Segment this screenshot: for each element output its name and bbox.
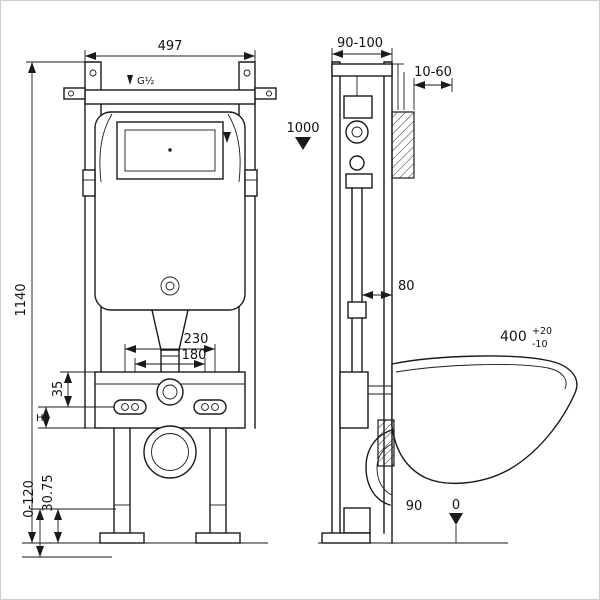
drain-outlet [143, 425, 197, 479]
brand-emblem-icon [160, 276, 180, 296]
dim-pipe-offset-label: 80 [398, 279, 415, 294]
flush-plate-outer [116, 121, 224, 180]
dim-wall-distance-label: 10-60 [414, 65, 452, 80]
seat-line [395, 364, 567, 390]
foot-base [321, 532, 371, 544]
bracket-plate [94, 371, 246, 429]
p-trap [365, 429, 393, 506]
floor-datum-group: 90 0 [406, 498, 463, 543]
toilet-bowl-profile [391, 355, 578, 485]
datum-level-group: 1000 [286, 121, 320, 150]
frame-legs [99, 427, 241, 544]
dim-180-label: 180 [182, 348, 207, 363]
wall-tab-left [63, 87, 86, 100]
brand-emblem-inner [165, 281, 175, 291]
bolt-hole-icon [201, 403, 209, 411]
rail-hole-icon [89, 69, 97, 77]
plate-center-dot [168, 148, 172, 152]
bolt-slot-right [193, 399, 227, 415]
dim-bracket-group: 90-100 [331, 36, 393, 62]
pipe-joint [347, 301, 367, 319]
top-crossbar [63, 87, 277, 105]
rail-hole-icon [243, 69, 251, 77]
side-foot [321, 507, 371, 544]
fixing-hatch-block [377, 419, 395, 467]
cistern-strap-right [227, 113, 241, 183]
dim-outlet-label: 90 [406, 499, 423, 514]
cistern [82, 111, 258, 311]
flush-elbow-inner [162, 384, 178, 400]
side-clip-right [244, 169, 258, 197]
side-clip-left [82, 169, 96, 197]
dim-height-group: 1140 [14, 61, 85, 543]
dim-230-label: 230 [184, 332, 209, 347]
bolt-hole-icon [121, 403, 129, 411]
dim-foot-label: 30.75 [41, 474, 56, 511]
flush-pipe-side [347, 187, 367, 373]
side-wall-rail [383, 61, 393, 544]
dim-35-group: 35 [51, 371, 114, 408]
inlet-arrow-icon [127, 75, 133, 85]
datum-level-label: 1000 [286, 121, 319, 136]
wall-bracket [331, 63, 405, 110]
inlet-thread-label: G½ [137, 75, 155, 87]
bolt-slot-left [113, 399, 147, 415]
dim-width-label: 497 [158, 39, 183, 54]
foot-gusset [343, 507, 371, 534]
level-pointer-icon [223, 132, 231, 143]
wall-tab-right [254, 87, 277, 100]
dim-h-label: H [36, 413, 44, 424]
side-view: 90-100 10-60 [318, 36, 578, 544]
front-view: 497 G½ [14, 39, 320, 558]
inlet-thread-group: G½ [127, 75, 155, 87]
dim-35-label: 35 [51, 381, 66, 398]
dim-wall-distance-group: 10-60 [413, 65, 453, 110]
tab-hole-icon [266, 90, 272, 97]
foot-plate-left [99, 532, 145, 544]
flush-plate-inner [124, 129, 216, 172]
cistern-strap-left [99, 113, 113, 183]
flush-elbow-outer [156, 378, 184, 406]
dim-bowl-height-label: 400 +20 -10 [500, 323, 556, 350]
dim-height-label: 1140 [14, 283, 29, 316]
fill-valve-icon [345, 120, 369, 144]
dim-foot-range-label: 0-120 [22, 480, 37, 518]
side-bracket-plate [339, 371, 392, 429]
cistern-side-internals [343, 76, 373, 189]
dim-foot-group: 30.75 0-120 [22, 474, 268, 558]
dim-width-group: 497 [84, 39, 256, 62]
side-frame-rail [331, 61, 341, 534]
bolt-hole-icon [211, 403, 219, 411]
bolt-hole-icon [131, 403, 139, 411]
dim-bowl-height-group: 400 +20 -10 [500, 323, 556, 350]
foot-plate-right [195, 532, 241, 544]
datum-triangle-icon [295, 137, 311, 150]
floor-datum-triangle-icon [449, 513, 463, 525]
valve-body-icon [349, 155, 365, 171]
floor-datum-label: 0 [452, 498, 460, 513]
dim-pipe-offset-group: 80 [362, 279, 415, 299]
dim-h-group: H [36, 406, 95, 429]
wall-hatch-block [391, 111, 415, 179]
dim-bracket-label: 90-100 [337, 36, 383, 51]
tab-hole-icon [68, 90, 74, 97]
